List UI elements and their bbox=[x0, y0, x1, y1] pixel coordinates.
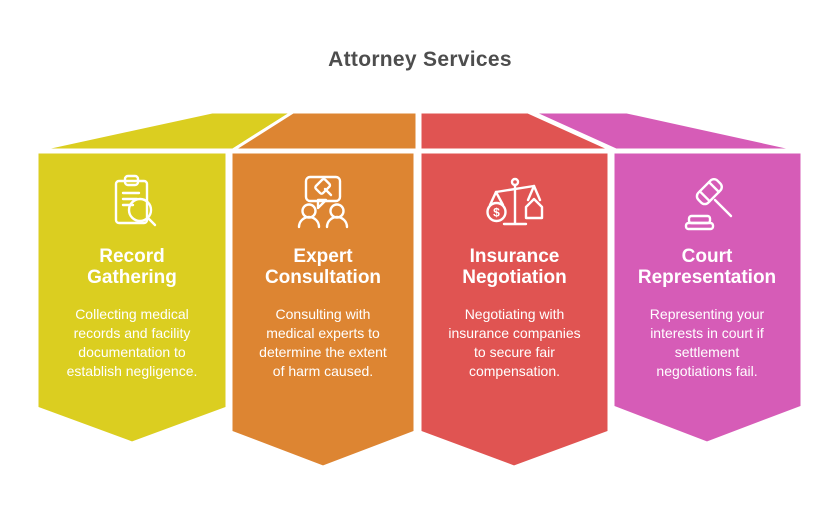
card-description: Consulting with medical experts to deter… bbox=[259, 306, 387, 379]
banner-body-expert-consultation bbox=[229, 150, 417, 469]
card-title: Expert Consultation bbox=[264, 246, 382, 288]
clipboard-search-icon bbox=[114, 174, 157, 227]
banner-roof-insurance-negotiation bbox=[418, 110, 613, 152]
card-insurance-negotiation: $ Insurance Negotiation Negotiating with… bbox=[419, 152, 610, 381]
card-court-representation: Court Representation Representing your i… bbox=[612, 152, 802, 381]
card-title: Insurance Negotiation bbox=[462, 246, 567, 288]
card-title: Court Representation bbox=[637, 246, 777, 288]
card-description: Negotiating with insurance companies to … bbox=[448, 306, 581, 379]
card-description: Collecting medical records and facility … bbox=[66, 306, 198, 379]
card-expert-consultation: Expert Consultation Consulting with medi… bbox=[230, 152, 416, 381]
card-record-gathering: Record Gathering Collecting medical reco… bbox=[37, 152, 227, 381]
people-gavel-chat-icon bbox=[297, 175, 349, 229]
dollar-glyph: $ bbox=[493, 206, 500, 220]
banner-roof-court-representation bbox=[531, 110, 801, 152]
page-title: Attorney Services bbox=[328, 48, 512, 71]
banner-roof-expert-consultation bbox=[227, 110, 419, 152]
banner-body-record-gathering bbox=[35, 150, 229, 445]
scales-dollar-icon: $ bbox=[485, 177, 543, 226]
banner-body-court-representation bbox=[611, 150, 804, 445]
card-title: Record Gathering bbox=[87, 246, 177, 288]
gavel-icon bbox=[684, 178, 733, 231]
card-description: Representing your interests in court if … bbox=[649, 306, 765, 379]
banner-body-insurance-negotiation bbox=[418, 150, 611, 469]
